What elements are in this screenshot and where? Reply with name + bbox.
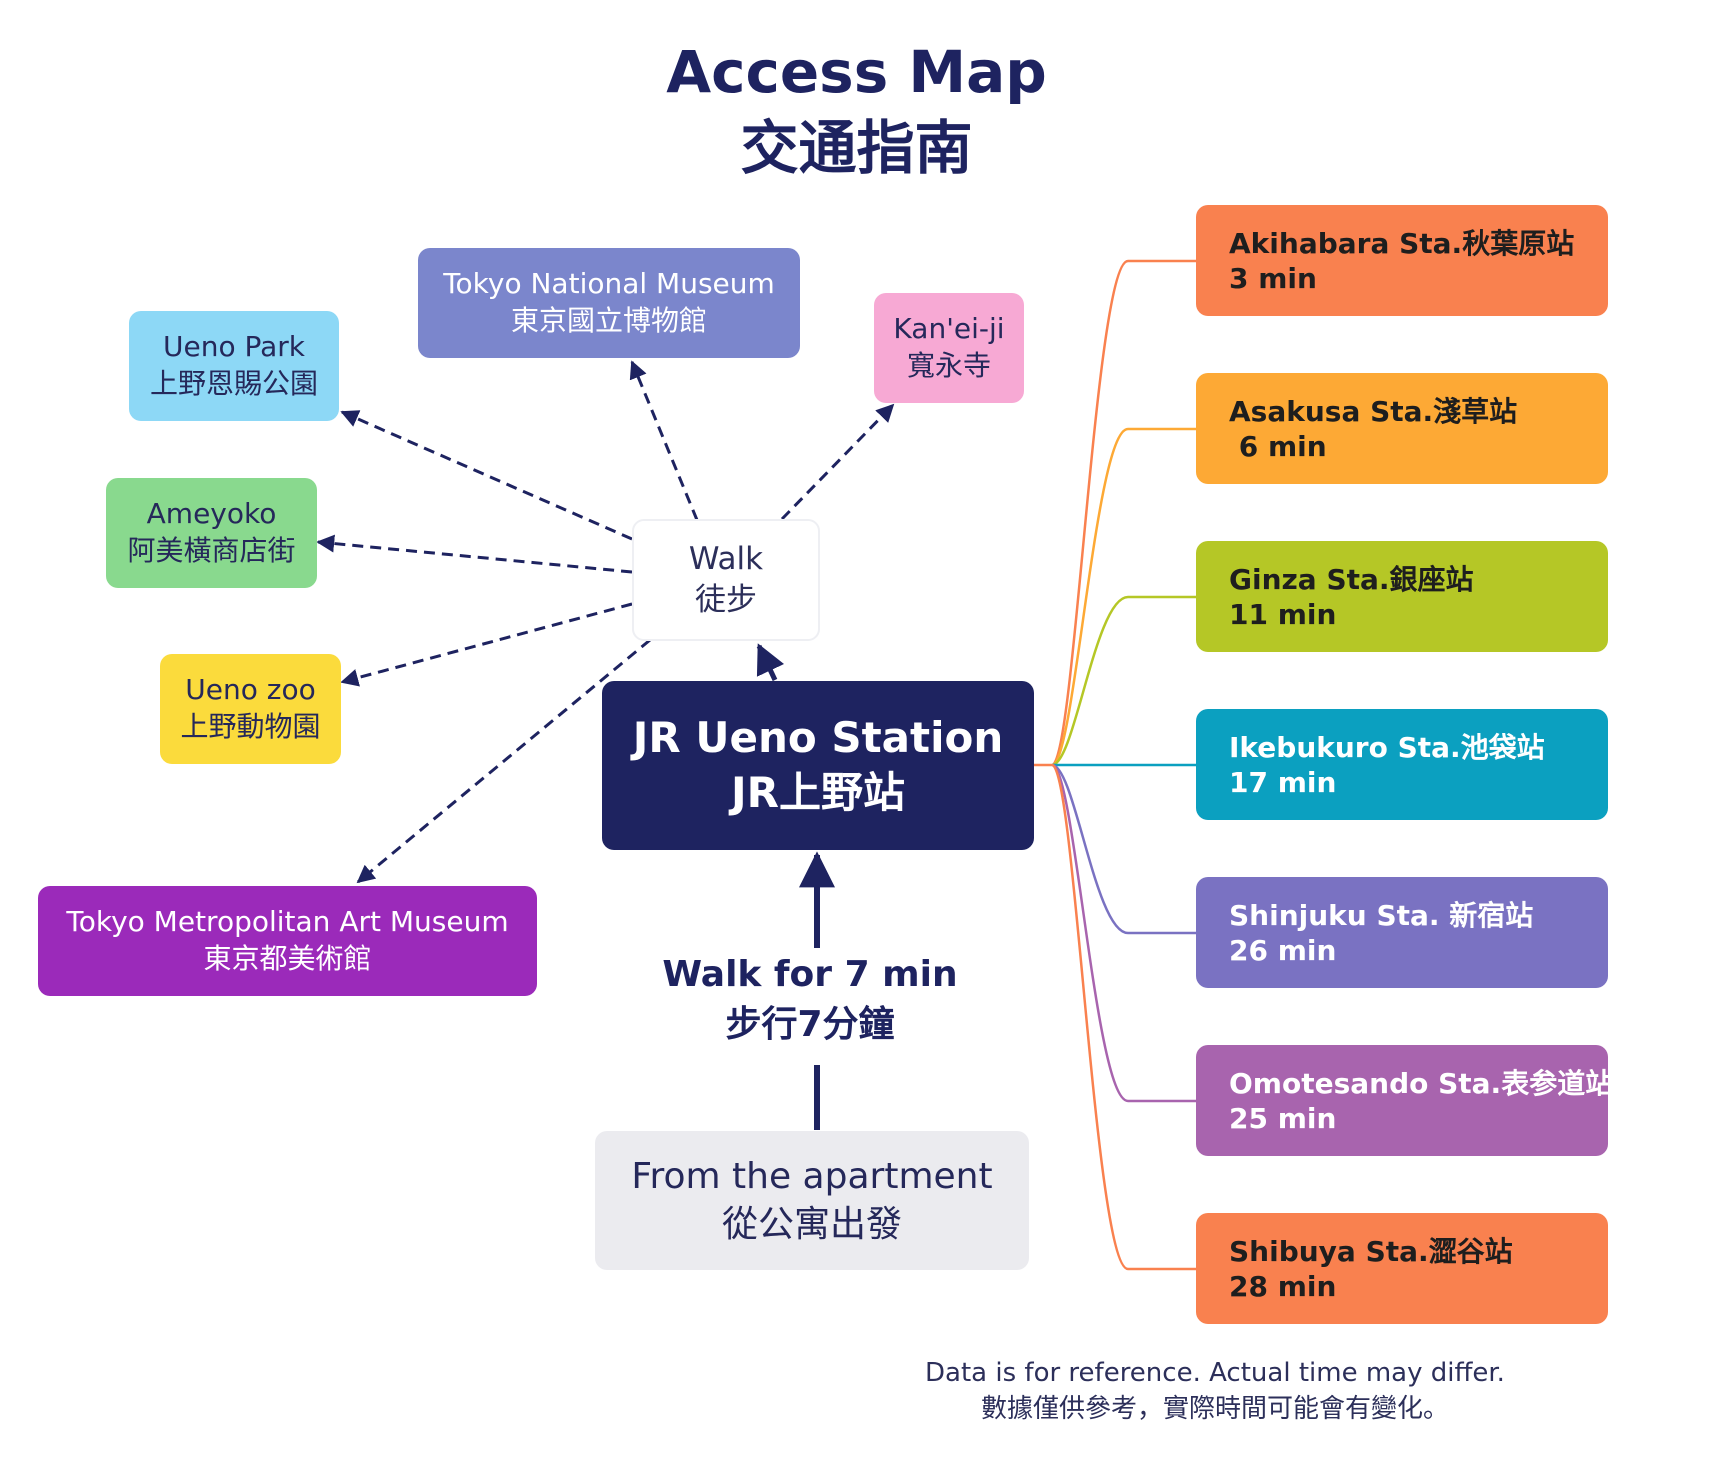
station-name: Akihabara Sta.秋葉原站 [1229, 226, 1575, 260]
attraction-name-en: Ueno Park [162, 330, 305, 364]
origin-apartment: From the apartment 從公寓出發 [595, 1131, 1029, 1270]
station-name: Ginza Sta.銀座站 [1229, 562, 1474, 596]
station-name: Shibuya Sta.澀谷站 [1229, 1234, 1513, 1268]
station-name: Asakusa Sta.淺草站 [1229, 394, 1518, 428]
attraction-name-en: Ueno zoo [185, 673, 316, 707]
branch-omotesando [1051, 763, 1197, 1103]
station-shinjuku: Shinjuku Sta. 新宿站 26 min [1196, 877, 1608, 988]
title-chinese: 交通指南 [740, 114, 973, 182]
station-name: Ikebukuro Sta.池袋站 [1229, 730, 1545, 764]
station-akihabara: Akihabara Sta.秋葉原站 3 min [1196, 205, 1608, 316]
branch-shibuya [1050, 763, 1197, 1271]
station-time: 11 min [1229, 597, 1337, 631]
origin-zh: 從公寓出發 [721, 1203, 902, 1245]
arrow-to-national-museum [629, 360, 699, 521]
attraction-name-zh: 東京都美術館 [203, 942, 372, 975]
branch-shinjuku [1051, 763, 1197, 935]
station-ginza: Ginza Sta.銀座站 11 min [1196, 541, 1608, 652]
station-name: Shinjuku Sta. 新宿站 [1229, 898, 1534, 932]
station-time: 28 min [1229, 1269, 1337, 1303]
station-time: 17 min [1229, 765, 1337, 799]
attraction-name-zh: 寬永寺 [906, 349, 991, 382]
station-time: 26 min [1229, 933, 1337, 967]
attraction-name-zh: 上野動物園 [180, 710, 321, 743]
center-station-en: JR Ueno Station [632, 712, 1004, 762]
attraction-name-en: Kan'ei-ji [893, 312, 1005, 346]
station-shibuya: Shibuya Sta.澀谷站 28 min [1196, 1213, 1608, 1324]
arrow-station-to-walk [756, 643, 785, 682]
walk-hub: Walk 徒步 [632, 519, 820, 641]
walk-to-station-zh: 步行7分鐘 [725, 1003, 895, 1045]
walk-hub-en: Walk [688, 541, 764, 578]
station-asakusa: Asakusa Sta.淺草站 6 min [1196, 373, 1608, 484]
station-omotesando: Omotesando Sta.表参道站 25 min [1196, 1045, 1613, 1156]
station-name: Omotesando Sta.表参道站 [1229, 1066, 1614, 1100]
attraction-name-en: Tokyo National Museum [443, 267, 775, 301]
page-title: Access Map 交通指南 [0, 34, 1713, 186]
center-station: JR Ueno Station JR上野站 [602, 681, 1034, 850]
attraction-tokyo-national-museum: Tokyo National Museum 東京國立博物館 [418, 248, 800, 358]
attraction-name-zh: 上野恩賜公園 [149, 367, 318, 400]
attraction-ueno-park: Ueno Park 上野恩賜公園 [129, 311, 339, 421]
disclaimer-zh: 數據僅供參考，實際時間可能會有變化。 [980, 1394, 1449, 1425]
arrow-to-kaneiji [780, 403, 895, 521]
arrow-to-ameyoko [316, 534, 633, 574]
arrow-to-ueno-zoo [340, 602, 633, 687]
station-time: 25 min [1229, 1101, 1337, 1135]
branch-ginza [1051, 595, 1197, 767]
branch-asakusa [1051, 427, 1197, 767]
attraction-ueno-zoo: Ueno zoo 上野動物園 [160, 654, 341, 764]
disclaimer-en: Data is for reference. Actual time may d… [925, 1358, 1505, 1388]
arrow-to-ueno-park [340, 410, 633, 541]
walk-hub-zh: 徒步 [695, 582, 757, 618]
arrow-to-metropolitan-art-museum [356, 638, 651, 884]
station-time: 3 min [1229, 261, 1317, 295]
walk-to-station-label: Walk for 7 min 步行7分鐘 [640, 950, 980, 1049]
station-ikebukuro: Ikebukuro Sta.池袋站 17 min [1196, 709, 1608, 820]
center-station-zh: JR上野站 [731, 767, 905, 817]
attraction-kaneiji: Kan'ei-ji 寬永寺 [874, 293, 1024, 403]
attraction-name-zh: 東京國立博物館 [510, 304, 707, 337]
attraction-tokyo-metropolitan-art-museum: Tokyo Metropolitan Art Museum 東京都美術館 [38, 886, 537, 996]
walk-to-station-en: Walk for 7 min [662, 954, 958, 995]
title-english: Access Map [666, 38, 1047, 106]
origin-en: From the apartment [631, 1155, 993, 1197]
station-time: 6 min [1229, 429, 1327, 463]
disclaimer-note: Data is for reference. Actual time may d… [850, 1355, 1580, 1428]
attraction-name-en: Tokyo Metropolitan Art Museum [66, 905, 509, 939]
attraction-name-zh: 阿美橫商店街 [127, 534, 296, 567]
attraction-ameyoko: Ameyoko 阿美橫商店街 [106, 478, 317, 588]
branch-akihabara [1050, 259, 1197, 767]
attraction-name-en: Ameyoko [146, 497, 277, 531]
